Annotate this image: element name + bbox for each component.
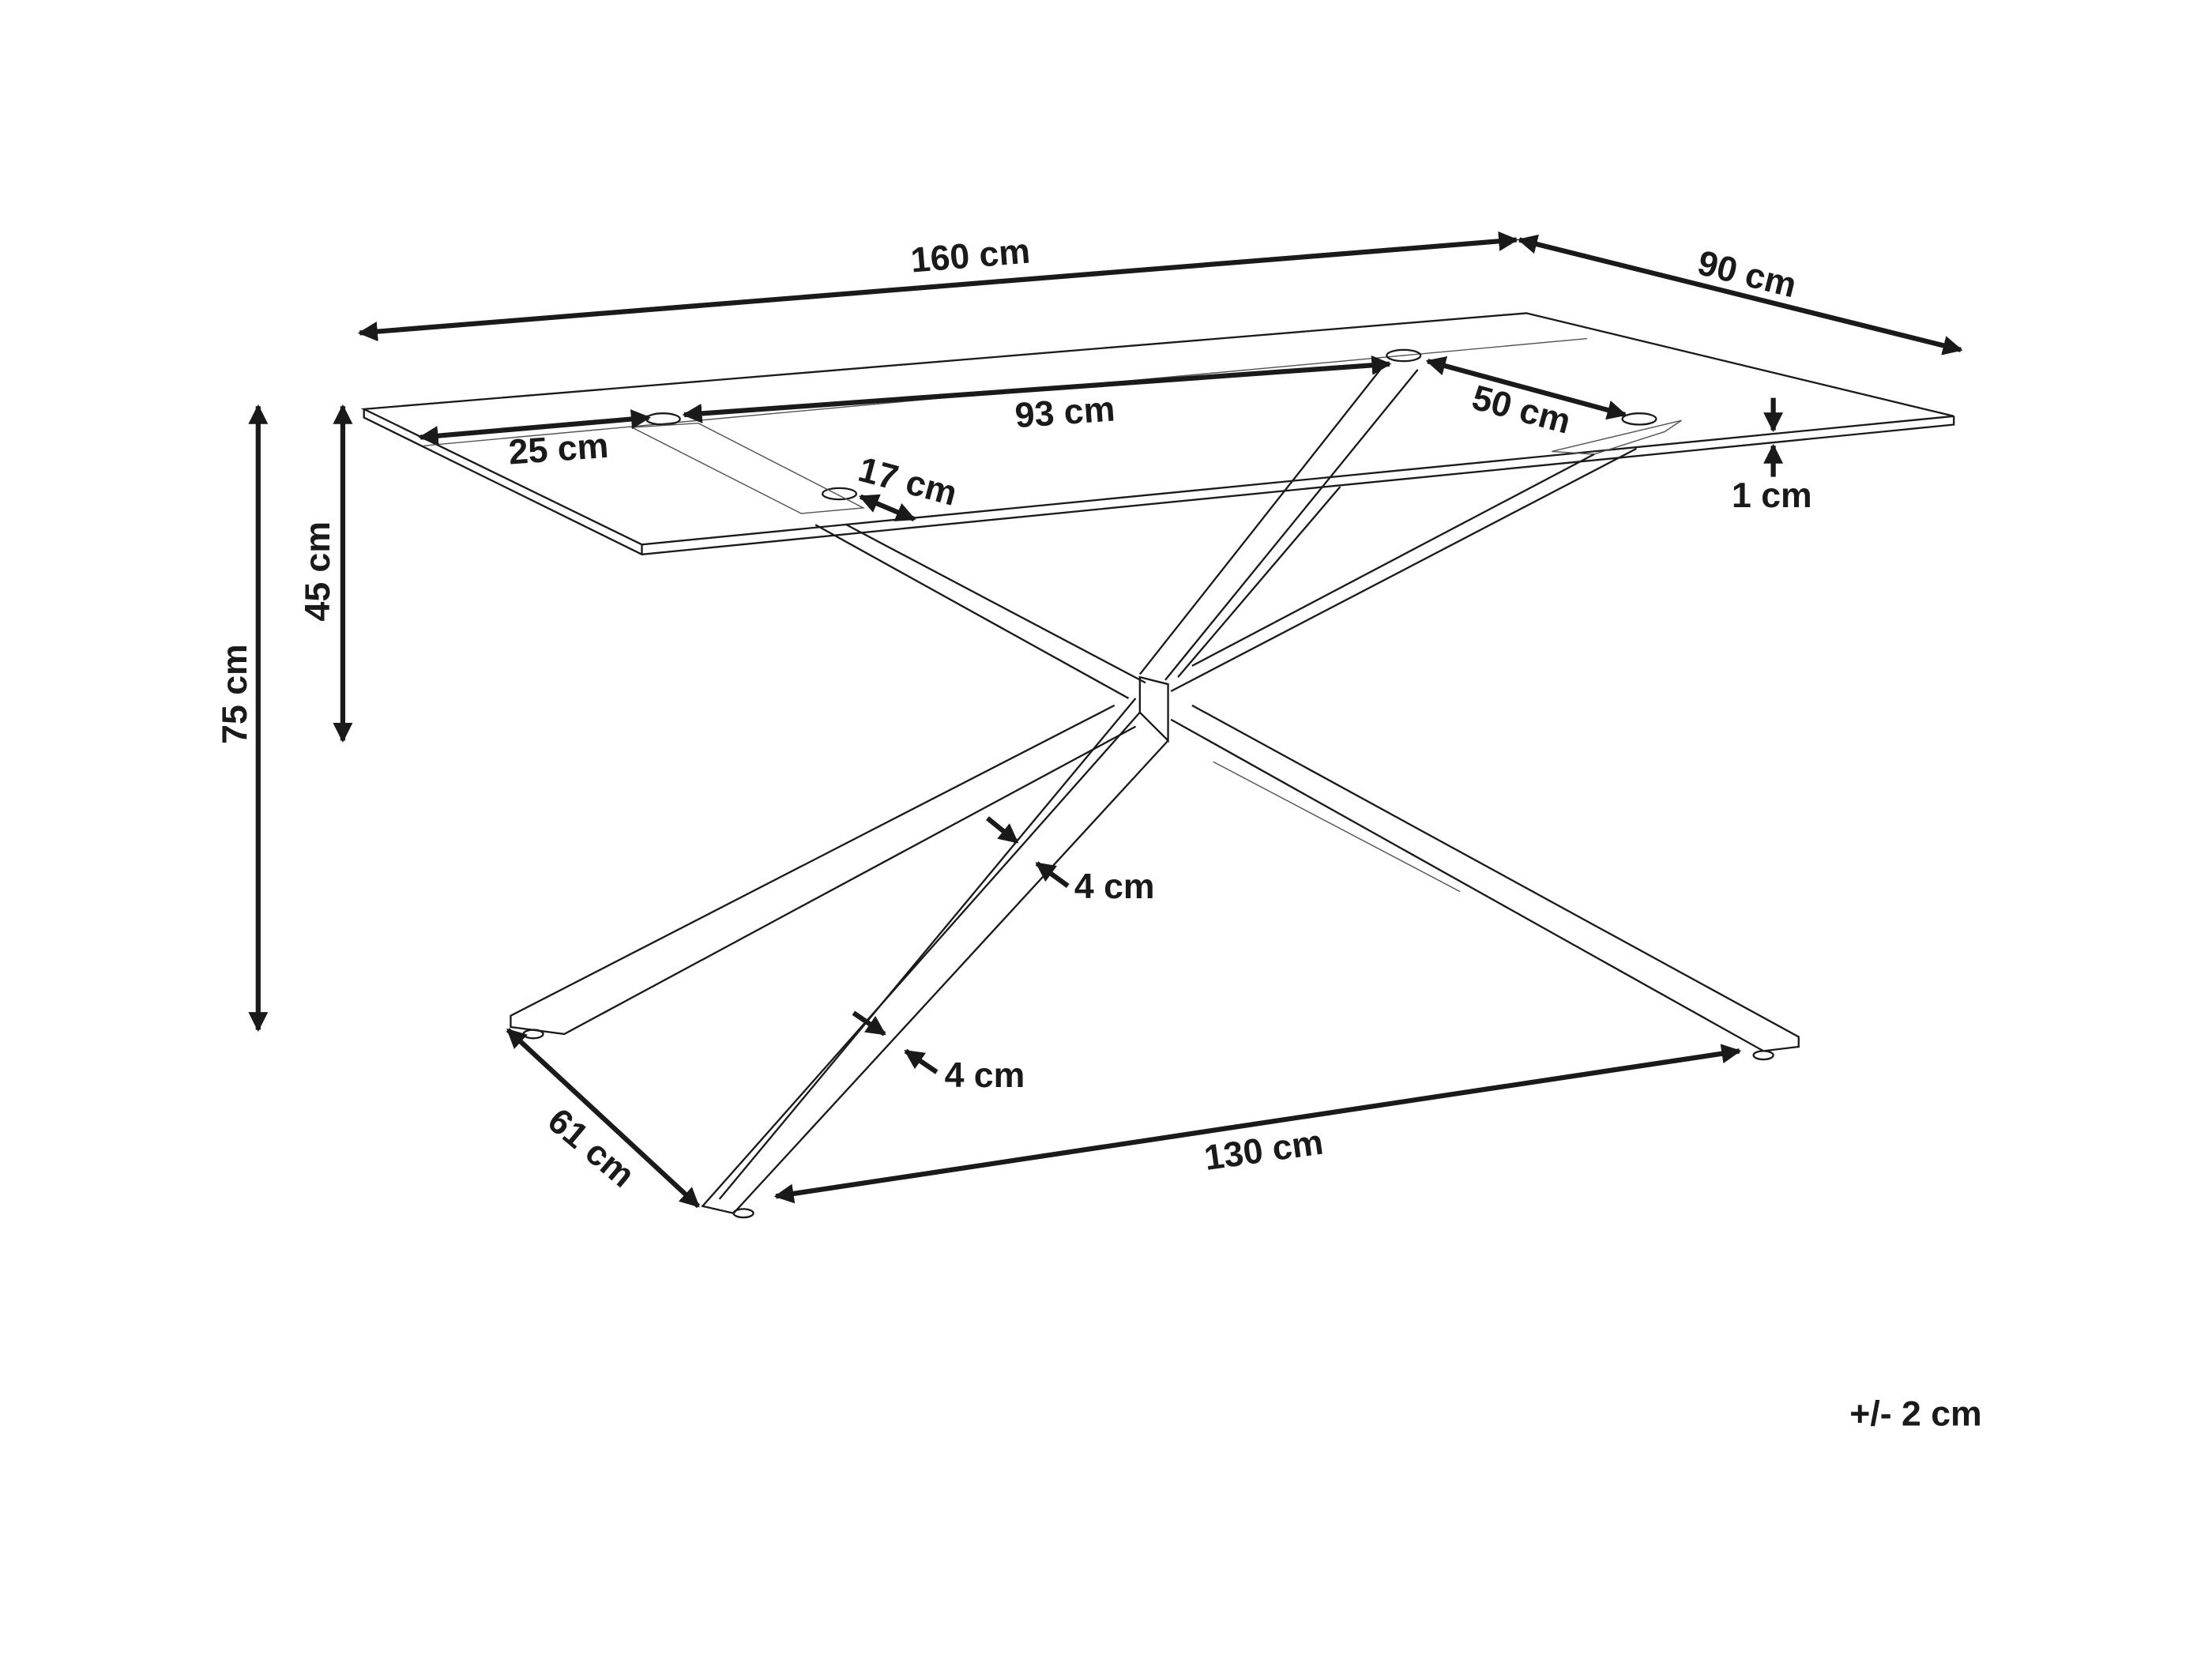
- base-depth-label: 61 cm: [540, 1101, 641, 1195]
- mount-length-label: 93 cm: [1014, 389, 1116, 435]
- dimension-arrows: [248, 231, 1963, 1209]
- tolerance-label: +/- 2 cm: [1849, 1395, 1981, 1434]
- leg-height-label: 45 cm: [299, 521, 337, 622]
- leg-width-label-2: 4 cm: [945, 1056, 1025, 1095]
- length-label: 160 cm: [909, 232, 1032, 280]
- mount-inset-label: 17 cm: [854, 450, 961, 514]
- leg-width-label-1: 4 cm: [1074, 867, 1155, 906]
- overhang-label: 25 cm: [507, 427, 610, 472]
- thickness-label: 1 cm: [1732, 476, 1812, 515]
- height-label: 75 cm: [216, 644, 254, 744]
